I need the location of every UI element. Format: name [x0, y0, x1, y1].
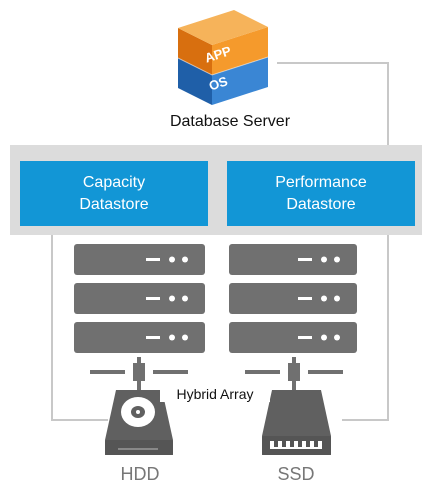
ssd-label: SSD	[277, 464, 315, 484]
server-unit	[74, 244, 205, 275]
capacity-datastore-line1: Capacity	[82, 173, 146, 191]
server-unit	[229, 283, 357, 314]
server-unit	[74, 283, 205, 314]
hybrid-array-label: Hybrid Array	[160, 386, 270, 402]
capacity-to-hdd-line	[51, 226, 108, 421]
connector-lines	[51, 62, 389, 421]
server-unit	[229, 322, 357, 353]
performance-datastore-line1: Performance	[275, 173, 367, 191]
server-unit	[74, 322, 205, 353]
ssd-icon	[262, 390, 331, 455]
database-server-label: Database Server	[169, 113, 291, 130]
network-connector-right	[245, 357, 343, 391]
app-os-cube-icon: APP OS	[177, 10, 269, 105]
server-to-ssd-line	[277, 62, 389, 421]
performance-datastore-line2: Datastore	[286, 195, 356, 213]
cube-os-text: OS	[207, 73, 230, 93]
capacity-datastore: Capacity Datastore	[20, 161, 208, 226]
capacity-datastore-line2: Datastore	[79, 195, 149, 213]
hdd-label: HDD	[120, 464, 160, 484]
server-stack-left	[74, 244, 205, 353]
network-connector-left	[90, 357, 188, 391]
server-unit	[229, 244, 357, 275]
hdd-icon	[105, 390, 173, 455]
performance-datastore: Performance Datastore	[227, 161, 415, 226]
server-stack-right	[229, 244, 357, 353]
